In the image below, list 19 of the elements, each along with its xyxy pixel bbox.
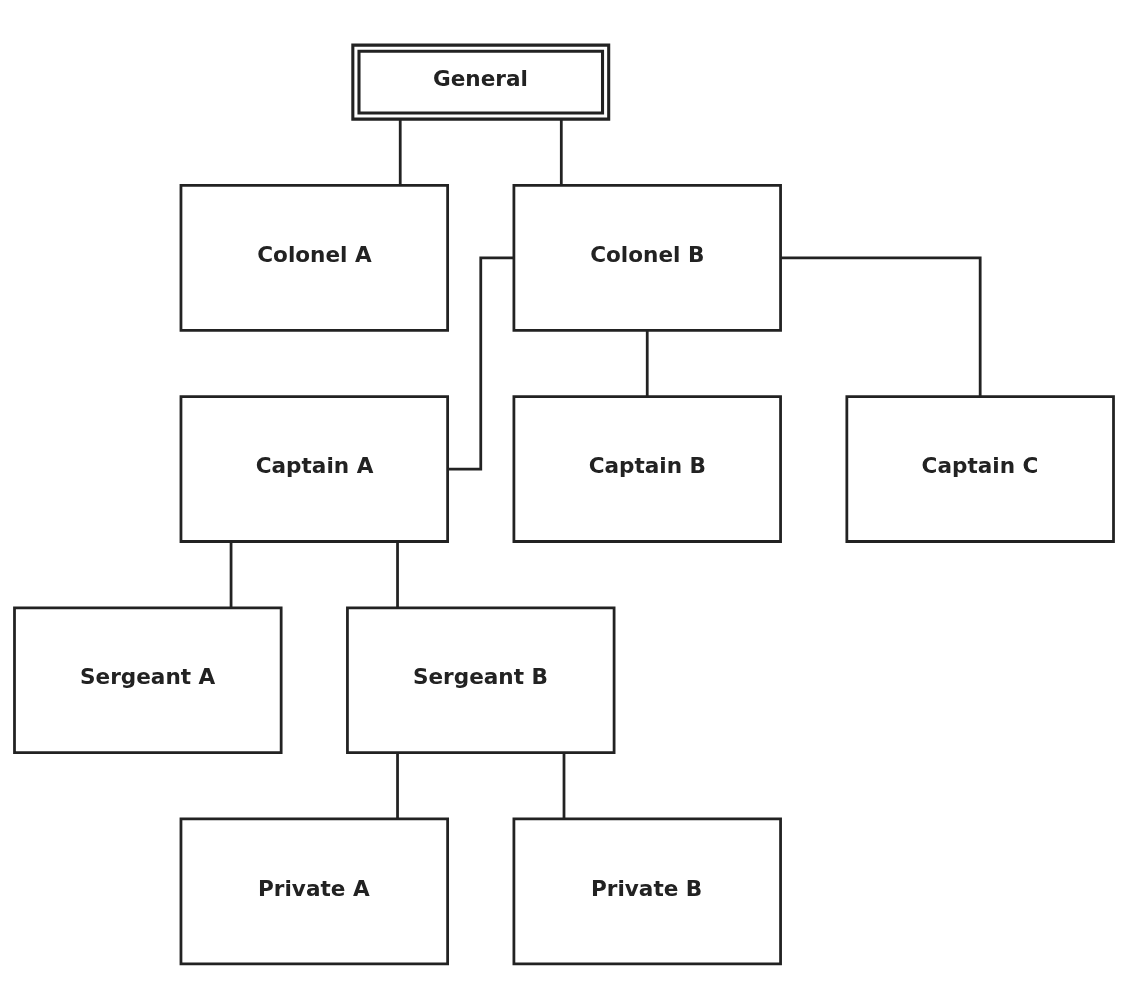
connector [396,541,399,607]
connector [562,752,566,819]
node-box: Private B [512,817,782,965]
node-box: Colonel A [179,183,449,332]
node-box: Colonel B [512,183,782,332]
node-box: Captain C [845,394,1115,543]
node-box: Captain A [179,394,449,543]
connector [780,256,982,396]
connector [447,256,514,470]
node-box: General [351,43,611,121]
node-box: Captain B [512,394,782,543]
connector [645,330,649,396]
connector [396,752,399,819]
node-box: Sergeant A [13,605,283,754]
connector [398,118,402,185]
connector [559,118,563,185]
connector [229,541,233,607]
node-box: Sergeant B [346,605,616,754]
node-box: Private A [179,817,449,965]
